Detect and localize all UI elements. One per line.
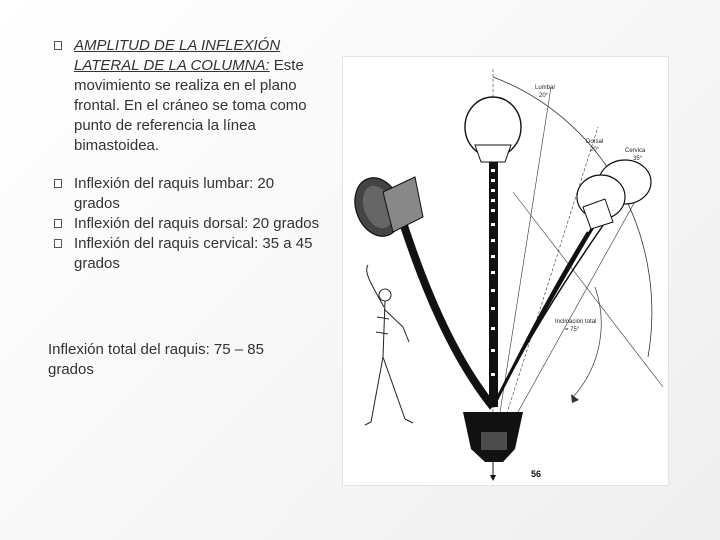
total-value: 75 – 85 grados bbox=[48, 341, 264, 378]
total-label: Inflexión total del raquis: bbox=[48, 341, 210, 358]
dorsal-value: 20 grados bbox=[248, 215, 320, 232]
dorsal-label: Inflexión del raquis dorsal: bbox=[74, 215, 249, 232]
lumbar-value: 20 grados bbox=[74, 175, 275, 212]
label-dorsal-deg: 20° bbox=[590, 147, 600, 153]
label-dorsal: Dorsal bbox=[586, 139, 603, 145]
page-number: 56 bbox=[531, 469, 541, 479]
person-bending-icon bbox=[364, 264, 414, 426]
bullet-square-icon bbox=[54, 219, 62, 228]
label-total-deg: = 75° bbox=[565, 327, 580, 333]
text-column: AMPLITUD DE LA INFLEXIÓN LATERAL DE LA C… bbox=[30, 36, 320, 274]
bullet-item-cervical: Inflexión del raquis cervical: 35 a 45 g… bbox=[30, 234, 320, 274]
spine-diagram: Lumbar 20° Dorsal 20° Cervica 35° Inclin… bbox=[354, 69, 664, 481]
label-total: Inclinación total bbox=[555, 319, 596, 325]
label-cervical-deg: 35° bbox=[633, 156, 643, 162]
amplitud-description: Este movimiento se realiza en el plano f… bbox=[74, 57, 307, 154]
bullet-item-amplitud: AMPLITUD DE LA INFLEXIÓN LATERAL DE LA C… bbox=[30, 36, 320, 156]
bullet-square-icon bbox=[54, 179, 62, 188]
cervical-label: Inflexión del raquis cervical: bbox=[74, 235, 259, 252]
total-inflexion: Inflexión total del raquis: 75 – 85 grad… bbox=[48, 340, 308, 380]
bullet-item-lumbar: Inflexión del raquis lumbar: 20 grados bbox=[30, 174, 320, 214]
bullet-square-icon bbox=[54, 41, 62, 50]
spine-lateral-flexion-figure: Lumbar 20° Dorsal 20° Cervica 35° Inclin… bbox=[342, 56, 669, 486]
bullet-square-icon bbox=[54, 239, 62, 248]
label-lumbar: Lumbar bbox=[535, 85, 555, 91]
label-lumbar-deg: 20° bbox=[539, 93, 549, 99]
lumbar-label: Inflexión del raquis lumbar: bbox=[74, 175, 254, 192]
cervical-value: 35 a 45 grados bbox=[74, 235, 313, 272]
bullet-item-dorsal: Inflexión del raquis dorsal: 20 grados bbox=[30, 214, 320, 234]
label-cervical: Cervica bbox=[625, 148, 646, 154]
amplitud-heading: AMPLITUD DE LA INFLEXIÓN LATERAL DE LA C… bbox=[74, 37, 281, 74]
